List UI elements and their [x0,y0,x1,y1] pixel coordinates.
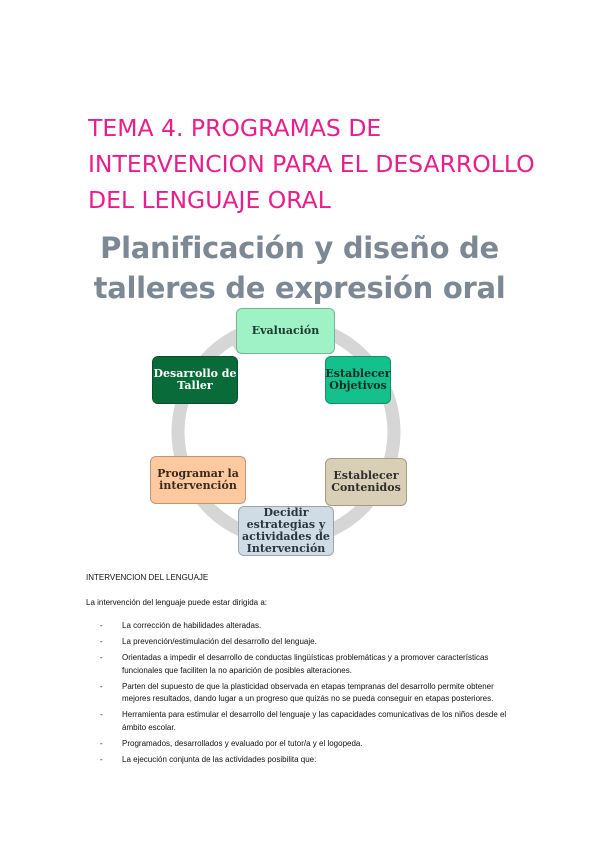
bullet-marker: - [100,681,103,691]
node-evaluacion: Evaluación [236,308,335,354]
title-line: INTERVENCION PARA EL DESARROLLO [88,150,535,178]
figure-title-line-2: talleres de expresión oral [93,271,506,305]
list-item-text: Herramienta para estimular el desarrollo… [122,710,507,732]
node-establecer-objetivos: Establecer Objetivos [325,356,391,404]
node-decidir-label: Decidir estrategias y actividades de Int… [242,506,330,555]
node-establecer-contenidos: Establecer Contenidos [325,458,407,506]
figure-title-line-1: Planificación y diseño de [100,231,499,265]
node-programar-intervencion: Programar la intervención [150,456,246,504]
list-item-text: Orientadas a impedir el desarrollo de co… [122,652,489,675]
list-item: - Parten del supuesto de que la plasticid… [100,681,520,706]
bullet-marker: - [100,652,103,662]
list-item: - La corrección de habilidades alteradas. [100,620,520,633]
node-decidir-estrategias: Decidir estrategias y actividades de Int… [238,506,334,556]
node-desarrollo-taller: Desarrollo de Taller [152,356,238,404]
list-item: - Herramienta para estimular el desarroll… [100,709,520,734]
node-evaluacion-label: Evaluación [251,324,320,337]
node-programar-label: Programar la intervención [157,467,239,492]
bullet-marker: - [100,710,103,720]
list-item-text: Parten del supuesto de que la plasticida… [122,681,494,704]
list-item: - Orientadas a impedir el desarrollo de c… [100,652,520,677]
intro-text: La intervención del lenguaje puede estar… [86,598,268,607]
title-line: DEL LENGUAJE ORAL [88,186,331,214]
node-taller-label: Desarrollo de Taller [153,367,237,392]
bullet-marker: - [100,738,103,748]
node-contenidos-label: Establecer Contenidos [331,469,401,494]
list-item: - La ejecución conjunta de las actividade… [100,754,520,767]
list-item-text: Programados, desarrollados y evaluado po… [122,738,363,748]
bullet-marker: - [100,636,103,646]
list-item: - La prevención/estimulación del desarrol… [100,636,520,649]
list-item: - Programados, desarrollados y evaluado p… [100,738,520,751]
bullet-list: - La corrección de habilidades alteradas.… [100,620,520,770]
list-item-text: La prevención/estimulación del desarroll… [122,636,317,646]
node-objetivos-label: Establecer Objetivos [325,367,391,392]
title-line: TEMA 4. PROGRAMAS DE [88,114,382,142]
list-item-text: La corrección de habilidades alteradas. [122,621,262,630]
list-item-text: La ejecución conjunta de las actividades… [122,754,317,764]
bullet-marker: - [100,621,103,630]
bullet-marker: - [100,754,103,764]
section-heading: INTERVENCION DEL LENGUAJE [86,573,209,582]
document-title: TEMA 4. PROGRAMAS DE INTERVENCION PARA E… [88,110,558,218]
